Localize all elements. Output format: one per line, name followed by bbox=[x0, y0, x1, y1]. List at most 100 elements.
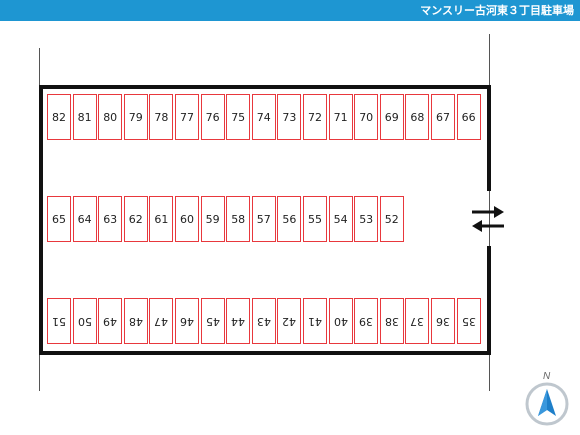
lot-border-bottom bbox=[39, 351, 491, 355]
lot-border-right-lower bbox=[487, 246, 491, 355]
stall-number: 66 bbox=[461, 110, 476, 124]
lot-title: マンスリー古河東３丁目駐車場 bbox=[420, 4, 574, 17]
parking-stall-45: 45 bbox=[200, 298, 225, 344]
stall-number: 68 bbox=[410, 110, 425, 124]
parking-stall-37: 37 bbox=[405, 298, 430, 344]
parking-stall-82: 82 bbox=[47, 94, 71, 140]
parking-stall-61: 61 bbox=[149, 196, 174, 242]
lot-border-top bbox=[39, 85, 491, 89]
parking-stall-71: 71 bbox=[328, 94, 353, 140]
parking-stall-76: 76 bbox=[200, 94, 225, 140]
stall-number: 79 bbox=[128, 110, 143, 124]
parking-stall-52: 52 bbox=[379, 196, 404, 242]
stall-number: 51 bbox=[52, 314, 66, 328]
stall-number: 72 bbox=[308, 110, 322, 124]
stall-number: 54 bbox=[333, 212, 348, 226]
parking-stall-47: 47 bbox=[149, 298, 174, 344]
stall-number: 77 bbox=[180, 110, 194, 124]
parking-stall-59: 59 bbox=[200, 196, 225, 242]
stall-number: 39 bbox=[359, 314, 374, 328]
parking-stall-81: 81 bbox=[72, 94, 97, 140]
stall-number: 55 bbox=[308, 212, 322, 226]
lot-border-right-upper bbox=[487, 85, 491, 191]
stall-number: 40 bbox=[333, 314, 348, 328]
parking-stall-68: 68 bbox=[405, 94, 430, 140]
parking-stall-64: 64 bbox=[72, 196, 97, 242]
parking-stall-77: 77 bbox=[175, 94, 199, 140]
stall-number: 42 bbox=[282, 314, 297, 328]
parking-stall-56: 56 bbox=[277, 196, 302, 242]
compass-north-label: N bbox=[543, 371, 551, 382]
parking-stall-78: 78 bbox=[149, 94, 174, 140]
parking-stall-50: 50 bbox=[72, 298, 97, 344]
header-bar: マンスリー古河東３丁目駐車場 bbox=[0, 0, 580, 21]
parking-stall-54: 54 bbox=[328, 196, 353, 242]
parking-stall-74: 74 bbox=[251, 94, 276, 140]
parking-stall-43: 43 bbox=[251, 298, 276, 344]
two-way-arrows-icon bbox=[472, 206, 504, 232]
stall-number: 60 bbox=[180, 212, 194, 226]
stall-number: 37 bbox=[410, 314, 425, 328]
stall-number: 58 bbox=[231, 212, 246, 226]
parking-stall-57: 57 bbox=[251, 196, 276, 242]
stall-number: 46 bbox=[180, 314, 194, 328]
stall-number: 59 bbox=[205, 212, 220, 226]
stall-number: 48 bbox=[128, 314, 143, 328]
parking-stall-73: 73 bbox=[277, 94, 302, 140]
parking-stall-44: 44 bbox=[226, 298, 251, 344]
stall-number: 61 bbox=[154, 212, 169, 226]
parking-stall-72: 72 bbox=[303, 94, 327, 140]
parking-stall-41: 41 bbox=[303, 298, 327, 344]
stall-number: 53 bbox=[359, 212, 374, 226]
parking-stall-63: 63 bbox=[98, 196, 123, 242]
stall-number: 82 bbox=[52, 110, 66, 124]
parking-stall-69: 69 bbox=[379, 94, 404, 140]
parking-stall-42: 42 bbox=[277, 298, 302, 344]
compass: N bbox=[524, 371, 570, 427]
stall-number: 38 bbox=[384, 314, 399, 328]
stall-number: 70 bbox=[359, 110, 374, 124]
stall-number: 44 bbox=[231, 314, 246, 328]
stall-number: 80 bbox=[103, 110, 118, 124]
stall-number: 75 bbox=[231, 110, 246, 124]
parking-stall-38: 38 bbox=[379, 298, 404, 344]
stall-number: 41 bbox=[308, 314, 322, 328]
stall-number: 35 bbox=[461, 314, 476, 328]
parking-stall-49: 49 bbox=[98, 298, 123, 344]
parking-stall-39: 39 bbox=[354, 298, 379, 344]
parking-stall-80: 80 bbox=[98, 94, 123, 140]
parking-stall-58: 58 bbox=[226, 196, 251, 242]
stall-number: 71 bbox=[333, 110, 348, 124]
parking-stall-46: 46 bbox=[175, 298, 199, 344]
stall-number: 69 bbox=[384, 110, 399, 124]
stall-number: 73 bbox=[282, 110, 297, 124]
stall-number: 43 bbox=[256, 314, 271, 328]
stall-number: 52 bbox=[384, 212, 399, 226]
stall-number: 50 bbox=[77, 314, 92, 328]
parking-stall-75: 75 bbox=[226, 94, 251, 140]
stall-number: 64 bbox=[77, 212, 92, 226]
parking-stall-35: 35 bbox=[456, 298, 481, 344]
stall-number: 47 bbox=[154, 314, 169, 328]
stall-number: 45 bbox=[205, 314, 220, 328]
stall-number: 57 bbox=[256, 212, 271, 226]
stall-number: 74 bbox=[256, 110, 271, 124]
parking-stall-48: 48 bbox=[123, 298, 148, 344]
stall-number: 63 bbox=[103, 212, 118, 226]
parking-stall-60: 60 bbox=[175, 196, 199, 242]
parking-stall-53: 53 bbox=[354, 196, 379, 242]
parking-stall-62: 62 bbox=[123, 196, 148, 242]
stall-number: 36 bbox=[436, 314, 450, 328]
parking-stall-66: 66 bbox=[456, 94, 481, 140]
stall-number: 81 bbox=[77, 110, 92, 124]
north-arrow-icon bbox=[525, 382, 569, 426]
lot-border-left bbox=[39, 85, 43, 355]
stall-number: 76 bbox=[205, 110, 220, 124]
parking-stall-70: 70 bbox=[354, 94, 379, 140]
stall-number: 65 bbox=[52, 212, 66, 226]
parking-stall-65: 65 bbox=[47, 196, 71, 242]
parking-stall-36: 36 bbox=[431, 298, 455, 344]
parking-stall-51: 51 bbox=[47, 298, 71, 344]
parking-stall-67: 67 bbox=[431, 94, 455, 140]
parking-stall-40: 40 bbox=[328, 298, 353, 344]
